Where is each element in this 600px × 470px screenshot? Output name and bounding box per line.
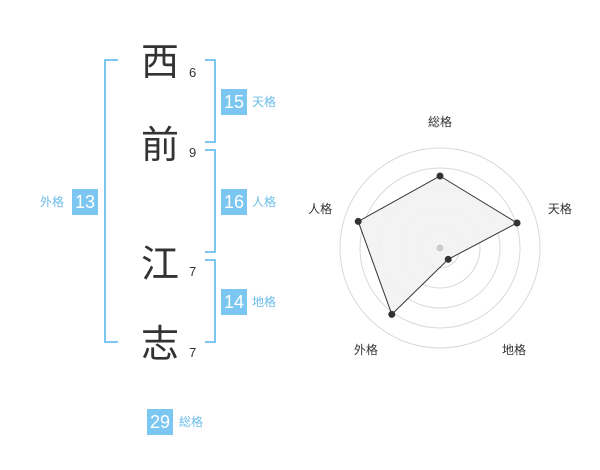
- soukaku-label: 総格: [179, 415, 204, 429]
- radar-point: [436, 172, 444, 180]
- tenkaku-badge: 15: [221, 89, 247, 115]
- jinkaku-bracket: [205, 149, 216, 253]
- name-char-1: 西: [141, 40, 180, 84]
- radar-points: [354, 172, 521, 318]
- radar-axis-label-chikaku: 地格: [502, 342, 526, 357]
- radar-axis-label-gaikaku: 外格: [354, 342, 378, 357]
- radar-point: [388, 310, 396, 318]
- chikaku-bracket: [205, 259, 216, 343]
- radar-point: [354, 217, 362, 225]
- stroke-count-2: 9: [189, 145, 197, 160]
- soukaku-badge: 29: [147, 409, 173, 435]
- name-char-2: 前: [141, 123, 180, 167]
- chikaku-badge: 14: [221, 289, 247, 315]
- radar-point: [444, 255, 452, 263]
- radar-axis-label-tenkaku: 天格: [548, 201, 572, 216]
- radar-point: [513, 219, 521, 227]
- name-char-4: 志: [141, 322, 180, 366]
- chikaku-label: 地格: [252, 295, 277, 309]
- gaikaku-label: 外格: [40, 195, 65, 209]
- stroke-count-1: 6: [189, 65, 197, 80]
- jinkaku-badge: 16: [221, 189, 247, 215]
- tenkaku-label: 天格: [252, 95, 277, 109]
- radar-ring: [359, 167, 521, 329]
- radar-axis-label-soukaku: 総格: [428, 114, 452, 129]
- radar-axis-label-jinkaku: 人格: [308, 201, 332, 216]
- radar-center-dot: [436, 244, 444, 252]
- gaikaku-badge: 13: [72, 189, 98, 215]
- tenkaku-bracket: [205, 59, 216, 143]
- stroke-count-3: 7: [189, 264, 197, 279]
- gaikaku-bracket: [104, 59, 118, 343]
- stroke-count-4: 7: [189, 345, 197, 360]
- radar-polygon: [357, 175, 519, 316]
- jinkaku-label: 人格: [252, 195, 277, 209]
- name-char-3: 江: [141, 242, 180, 286]
